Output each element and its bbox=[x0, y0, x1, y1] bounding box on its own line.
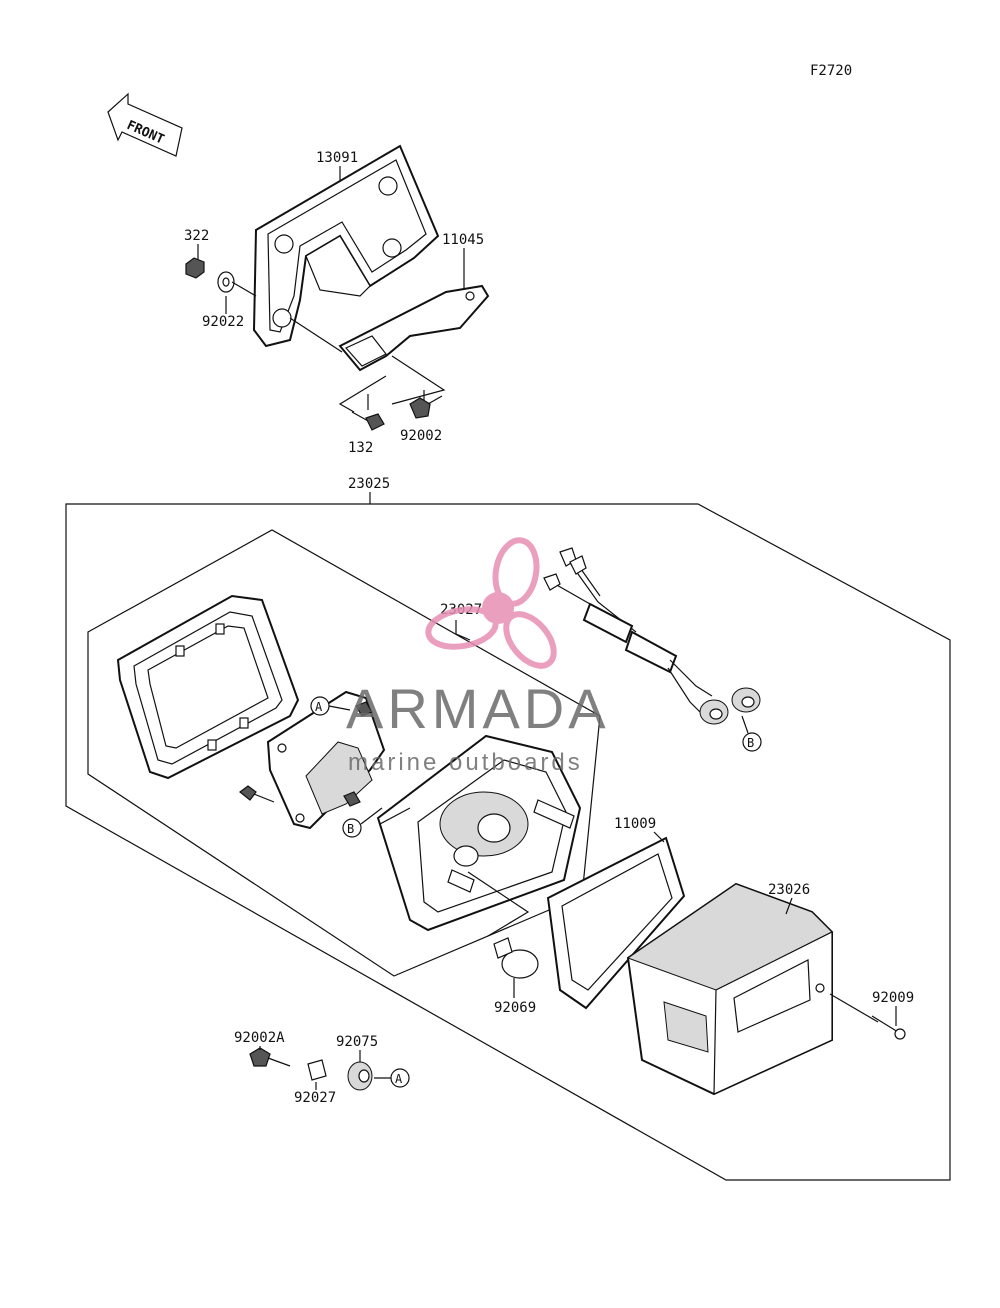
license-bracket-13091 bbox=[252, 144, 440, 348]
label-11009: 11009 bbox=[614, 816, 656, 832]
lamp-rim bbox=[116, 594, 300, 780]
watermark-tagline: marine outboards bbox=[348, 749, 583, 776]
armada-watermark: ARMADA marine outboards bbox=[346, 537, 610, 776]
screw-side bbox=[239, 785, 275, 803]
label-92002A: 92002A bbox=[234, 1030, 285, 1046]
front-arrow-icon: FRONT bbox=[107, 92, 183, 157]
assembly-boundary-23025 bbox=[65, 503, 951, 1181]
gasket-11009 bbox=[546, 836, 686, 1010]
label-92009: 92009 bbox=[872, 990, 914, 1006]
callout-a-1: A bbox=[315, 700, 323, 714]
lamp-housing bbox=[376, 734, 582, 932]
bolt-92002 bbox=[409, 395, 443, 419]
figure-code: F2720 bbox=[810, 63, 852, 79]
label-92069: 92069 bbox=[494, 1000, 536, 1016]
label-92027: 92027 bbox=[294, 1090, 336, 1106]
grommet-92075 bbox=[347, 1061, 373, 1091]
leader-lines-upper bbox=[197, 166, 465, 413]
label-23026: 23026 bbox=[768, 882, 810, 898]
callout-b-housing: B bbox=[342, 807, 383, 838]
propeller-logo-icon bbox=[425, 537, 557, 669]
callout-b-1: B bbox=[347, 822, 354, 836]
callout-b-harness: B bbox=[741, 715, 762, 752]
screw-92009 bbox=[829, 993, 906, 1040]
lens-23026 bbox=[626, 882, 833, 1096]
wiring-harness bbox=[543, 547, 761, 725]
bolt-132 bbox=[351, 411, 385, 431]
nut-322 bbox=[185, 257, 205, 279]
callout-a-bracket: A bbox=[310, 696, 351, 716]
label-132: 132 bbox=[348, 440, 373, 456]
washer-92022 bbox=[217, 271, 235, 293]
watermark-brand: ARMADA bbox=[346, 677, 610, 740]
callout-a-2: A bbox=[395, 1072, 403, 1086]
label-322: 322 bbox=[184, 228, 209, 244]
bolt-92002a bbox=[249, 1047, 291, 1067]
label-92022: 92022 bbox=[202, 314, 244, 330]
label-13091: 13091 bbox=[316, 150, 358, 166]
collar-92027 bbox=[307, 1059, 327, 1081]
label-23025: 23025 bbox=[348, 476, 390, 492]
callout-b-2: B bbox=[747, 736, 754, 750]
label-92002: 92002 bbox=[400, 428, 442, 444]
label-92075: 92075 bbox=[336, 1034, 378, 1050]
lamp-mount-bracket bbox=[266, 690, 386, 830]
bulb-92069 bbox=[467, 871, 539, 998]
bracket-11045 bbox=[338, 284, 490, 372]
label-11045: 11045 bbox=[442, 232, 484, 248]
callout-a-grommet: A bbox=[374, 1068, 410, 1088]
